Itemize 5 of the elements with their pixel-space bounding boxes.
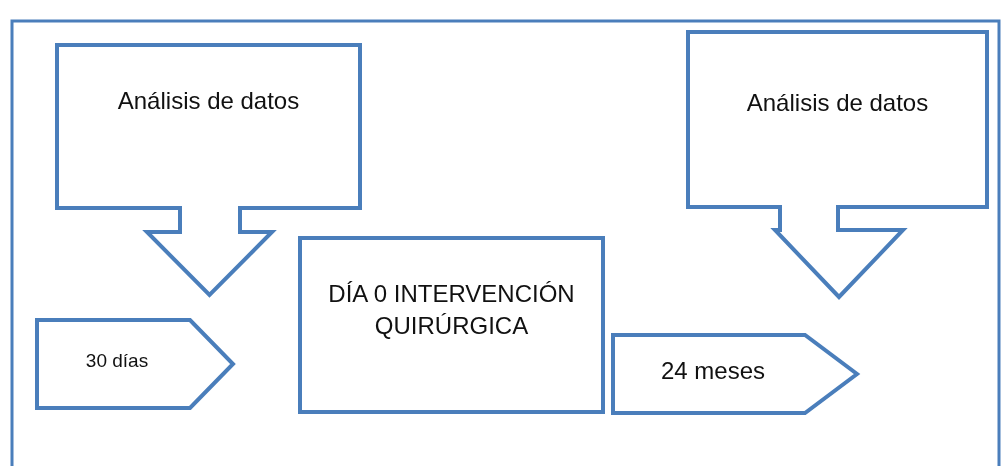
node-label: 30 días [84,349,150,373]
node-label: 24 meses [659,356,767,386]
node-label: Análisis de datos [116,86,301,116]
node-label: Análisis de datos [745,88,930,118]
node-label: DÍA 0 INTERVENCIÓN QUIRÚRGICA [327,279,576,342]
